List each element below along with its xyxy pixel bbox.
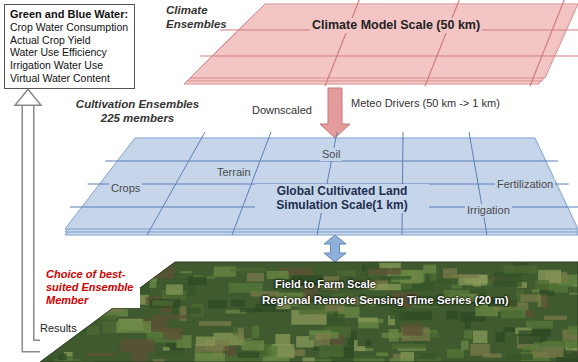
grid-line	[469, 132, 487, 235]
layer-title: Field to Farm Scale	[275, 278, 376, 291]
result-item: Virtual Water Content	[10, 72, 128, 85]
box-heading: Green and Blue Water:	[10, 8, 128, 21]
factor-label: Crops	[109, 182, 142, 195]
image-border	[40, 262, 578, 362]
flow-arrow	[324, 235, 346, 262]
grid-line	[325, 0, 360, 86]
result-item: Water Use Efficiency	[10, 46, 128, 59]
layer-title: Regional Remote Sensing Time Series (20 …	[262, 294, 508, 308]
factor-label: Soil	[320, 148, 342, 161]
edge-label: Results	[40, 322, 77, 335]
layer-title: Climate Model Scale (50 km)	[310, 18, 482, 33]
result-item: Crop Water Consumption	[10, 21, 128, 34]
grid-line	[425, 0, 460, 86]
climate-layer-shape	[160, 0, 578, 88]
factor-label: Terrain	[215, 166, 253, 179]
climate-layer: Climate EnsemblesClimate Model Scale (50…	[160, 0, 578, 88]
layer-heading: Cultivation Ensembles 225 members	[65, 98, 210, 126]
cultivation-layer: Cultivation Ensembles 225 membersSoilTer…	[65, 138, 578, 235]
grid-line	[530, 0, 565, 86]
factor-label: Irrigation	[465, 204, 512, 217]
selection-note: Choice of best-suited Ensemble Member	[44, 268, 140, 308]
result-item: Actual Crop Yield	[10, 34, 128, 47]
edge-label: Meteo Drivers (50 km -> 1 km)	[351, 97, 500, 110]
climate-sheet	[190, 4, 578, 78]
result-item: Irrigation Water Use	[10, 59, 128, 72]
satellite-image	[40, 262, 578, 362]
flow-arrow	[320, 88, 350, 138]
layer-title: Global Cultivated Land Simulation Scale(…	[255, 184, 429, 213]
grid-line	[147, 132, 205, 235]
grid-line	[200, 55, 578, 56]
results-box: Green and Blue Water:Crop Water Consumpt…	[4, 4, 135, 89]
factor-label: Fertilization	[495, 178, 555, 191]
process-label: Downscaled	[252, 104, 312, 117]
cultivation-sheet	[65, 138, 578, 229]
layer-heading: Climate Ensembles	[166, 4, 240, 32]
results-arrow	[15, 89, 41, 346]
